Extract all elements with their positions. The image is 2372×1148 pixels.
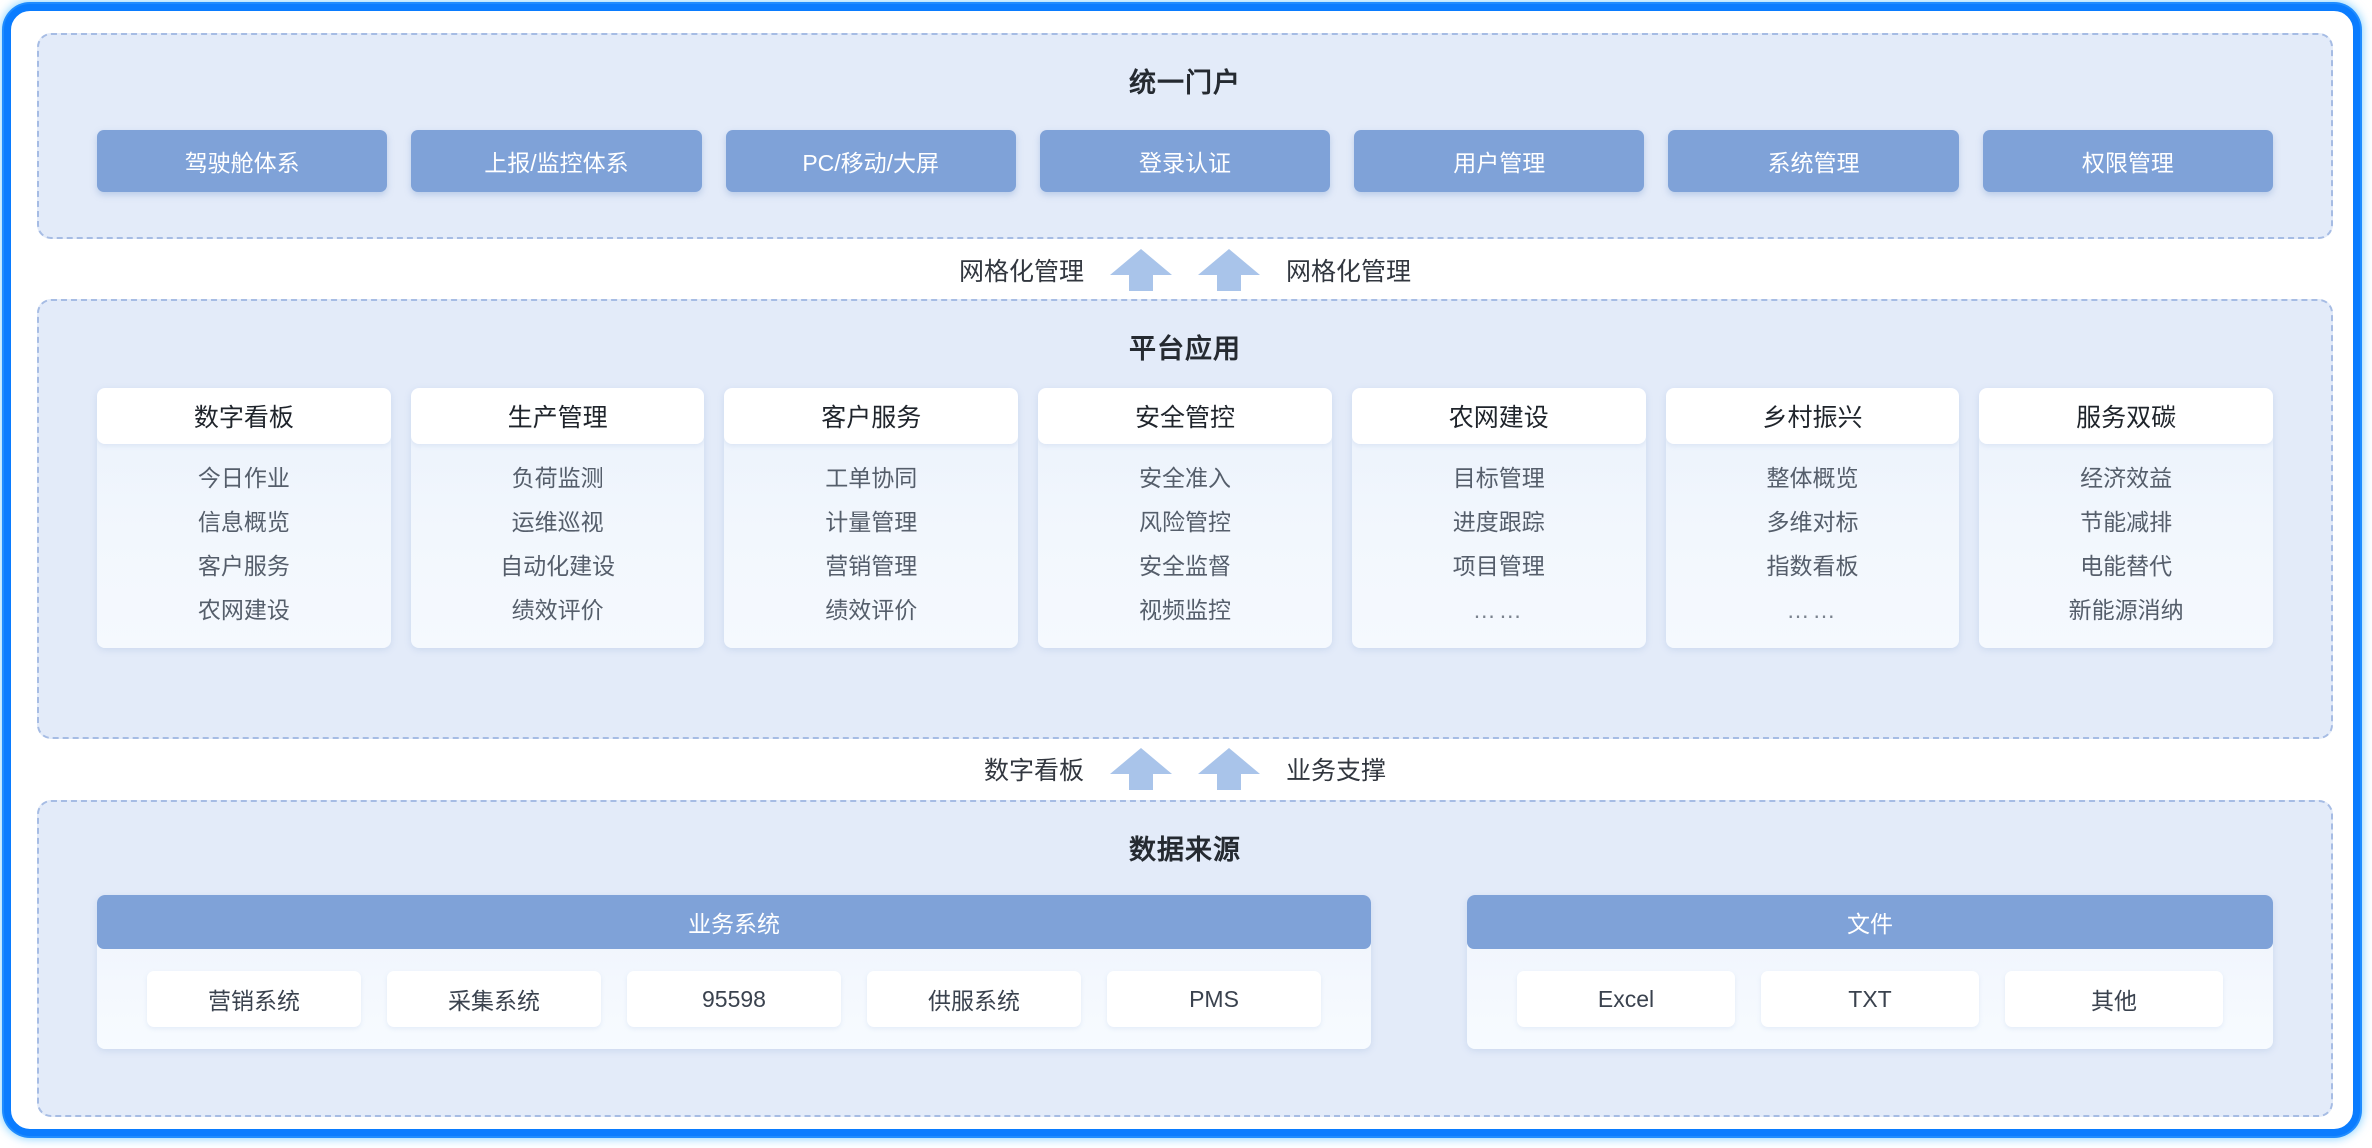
list-item-ellipsis: ……: [1786, 597, 1839, 623]
list-item[interactable]: 目标管理: [1452, 465, 1545, 491]
list-item[interactable]: 多维对标: [1766, 509, 1859, 535]
platform-card-row: 数字看板 今日作业 信息概览 客户服务 农网建设 生产管理 负荷监测 运维巡视 …: [39, 388, 2331, 648]
source-chip-excel[interactable]: Excel: [1517, 971, 1735, 1027]
arrow-head: [1110, 249, 1172, 275]
list-item[interactable]: 风险管控: [1139, 509, 1232, 535]
connector-portal-platform: 网格化管理 网格化管理: [37, 239, 2333, 301]
platform-card-title: 数字看板: [97, 388, 391, 444]
portal-button-login-auth[interactable]: 登录认证: [1039, 130, 1331, 192]
portal-button-pc-mobile-screen[interactable]: PC/移动/大屏: [725, 130, 1016, 192]
arrow-head: [1110, 748, 1172, 774]
platform-card-title: 乡村振兴: [1665, 388, 1960, 444]
portal-section-title: 统一门户: [1129, 68, 1241, 98]
arrow-stem: [1217, 772, 1241, 790]
platform-card-digital-board[interactable]: 数字看板 今日作业 信息概览 客户服务 农网建设: [97, 388, 391, 648]
arrow-up-icon: [1110, 249, 1172, 291]
list-item[interactable]: 安全准入: [1139, 465, 1232, 491]
arrow-head: [1198, 249, 1260, 275]
list-item[interactable]: 运维巡视: [511, 509, 604, 535]
source-chip-95598[interactable]: 95598: [627, 971, 841, 1027]
data-source-group-business-systems: 业务系统 营销系统 采集系统 95598 供服系统 PMS: [97, 895, 1371, 1049]
list-item[interactable]: 新能源消纳: [2068, 597, 2184, 623]
list-item[interactable]: 进度跟踪: [1452, 509, 1545, 535]
source-chip-supply-service-system[interactable]: 供服系统: [867, 971, 1081, 1027]
platform-card-title: 服务双碳: [1979, 388, 2274, 444]
source-chip-pms[interactable]: PMS: [1107, 971, 1321, 1027]
data-source-group-row: 业务系统 营销系统 采集系统 95598 供服系统 PMS 文件 Excel T…: [39, 895, 2331, 1049]
platform-card-dual-carbon-service[interactable]: 服务双碳 经济效益 节能减排 电能替代 新能源消纳: [1979, 388, 2274, 648]
portal-button-permission-management[interactable]: 权限管理: [1982, 130, 2273, 192]
list-item[interactable]: 计量管理: [825, 509, 918, 535]
source-chip-collection-system[interactable]: 采集系统: [387, 971, 601, 1027]
connector-bottom-right-label: 业务支撑: [1286, 757, 1387, 785]
arrow-up-icon: [1198, 748, 1260, 790]
platform-card-safety-control[interactable]: 安全管控 安全准入 风险管控 安全监督 视频监控: [1038, 388, 1332, 648]
connector-top-left-label: 网格化管理: [958, 258, 1084, 286]
list-item[interactable]: 自动化建设: [500, 553, 616, 579]
list-item[interactable]: 负荷监测: [511, 465, 604, 491]
diagram-outer-frame: 统一门户 驾驶舱体系 上报/监控体系 PC/移动/大屏 登录认证 用户管理 系统…: [4, 4, 2360, 1136]
platform-card-items: 今日作业 信息概览 客户服务 农网建设: [97, 444, 391, 632]
platform-card-items: 经济效益 节能减排 电能替代 新能源消纳: [1979, 444, 2273, 632]
list-item[interactable]: 营销管理: [825, 553, 918, 579]
arrow-stem: [1129, 772, 1153, 790]
arrow-stem: [1129, 273, 1153, 291]
list-item[interactable]: 工单协同: [825, 465, 918, 491]
list-item[interactable]: 安全监督: [1139, 553, 1232, 579]
list-item[interactable]: 信息概览: [197, 509, 290, 535]
list-item[interactable]: 今日作业: [197, 465, 290, 491]
portal-button-driver-cabin[interactable]: 驾驶舱体系: [97, 130, 388, 192]
list-item[interactable]: 农网建设: [197, 597, 290, 623]
platform-card-items: 安全准入 风险管控 安全监督 视频监控: [1038, 444, 1332, 632]
platform-card-production-management[interactable]: 生产管理 负荷监测 运维巡视 自动化建设 绩效评价: [410, 388, 705, 648]
list-item[interactable]: 指数看板: [1766, 553, 1859, 579]
list-item[interactable]: 经济效益: [2080, 465, 2173, 491]
platform-card-items: 工单协同 计量管理 营销管理 绩效评价: [724, 444, 1018, 632]
arrow-up-icon: [1198, 249, 1260, 291]
data-source-group-title: 文件: [1467, 895, 2273, 949]
data-source-chip-row: 营销系统 采集系统 95598 供服系统 PMS: [97, 971, 1371, 1027]
list-item[interactable]: 绩效评价: [825, 597, 918, 623]
platform-section: 平台应用 数字看板 今日作业 信息概览 客户服务 农网建设 生产管理 负荷监测: [37, 299, 2333, 739]
list-item[interactable]: 项目管理: [1452, 553, 1545, 579]
list-item[interactable]: 视频监控: [1139, 597, 1232, 623]
list-item[interactable]: 电能替代: [2080, 553, 2173, 579]
list-item[interactable]: 节能减排: [2080, 509, 2173, 535]
source-chip-txt[interactable]: TXT: [1761, 971, 1979, 1027]
connector-platform-source: 数字看板 业务支撑: [37, 738, 2333, 800]
platform-card-title: 农网建设: [1351, 388, 1646, 444]
platform-card-title: 生产管理: [410, 388, 705, 444]
connector-bottom-left-label: 数字看板: [983, 757, 1084, 785]
portal-section: 统一门户 驾驶舱体系 上报/监控体系 PC/移动/大屏 登录认证 用户管理 系统…: [37, 33, 2333, 239]
platform-card-customer-service[interactable]: 客户服务 工单协同 计量管理 营销管理 绩效评价: [724, 388, 1019, 648]
data-source-group-files: 文件 Excel TXT 其他: [1467, 895, 2273, 1049]
list-item-ellipsis: ……: [1472, 597, 1525, 623]
data-source-group-title: 业务系统: [97, 895, 1371, 949]
source-chip-other[interactable]: 其他: [2005, 971, 2223, 1027]
diagram-canvas: 统一门户 驾驶舱体系 上报/监控体系 PC/移动/大屏 登录认证 用户管理 系统…: [37, 33, 2333, 1117]
arrow-head: [1198, 748, 1260, 774]
platform-card-items: 整体概览 多维对标 指数看板 ……: [1666, 444, 1960, 632]
data-source-section-title: 数据来源: [1129, 835, 1241, 865]
source-chip-marketing-system[interactable]: 营销系统: [147, 971, 361, 1027]
connector-top-right-label: 网格化管理: [1286, 258, 1412, 286]
portal-button-report-monitor[interactable]: 上报/监控体系: [411, 130, 702, 192]
platform-section-title: 平台应用: [1129, 334, 1241, 364]
platform-card-items: 负荷监测 运维巡视 自动化建设 绩效评价: [411, 444, 705, 632]
list-item[interactable]: 绩效评价: [511, 597, 604, 623]
list-item[interactable]: 客户服务: [197, 553, 290, 579]
platform-card-items: 目标管理 进度跟踪 项目管理 ……: [1352, 444, 1646, 632]
list-item[interactable]: 整体概览: [1766, 465, 1859, 491]
portal-button-system-management[interactable]: 系统管理: [1668, 130, 1959, 192]
portal-button-user-management[interactable]: 用户管理: [1354, 130, 1645, 192]
platform-card-rural-grid-construction[interactable]: 农网建设 目标管理 进度跟踪 项目管理 ……: [1351, 388, 1646, 648]
platform-card-title: 客户服务: [724, 388, 1019, 444]
portal-button-row: 驾驶舱体系 上报/监控体系 PC/移动/大屏 登录认证 用户管理 系统管理 权限…: [39, 130, 2331, 192]
data-source-chip-row: Excel TXT 其他: [1467, 971, 2273, 1027]
arrow-up-icon: [1110, 748, 1172, 790]
arrow-stem: [1217, 273, 1241, 291]
data-source-section: 数据来源 业务系统 营销系统 采集系统 95598 供服系统 PMS 文件 E: [37, 800, 2333, 1117]
platform-card-title: 安全管控: [1038, 388, 1332, 444]
platform-card-rural-revitalization[interactable]: 乡村振兴 整体概览 多维对标 指数看板 ……: [1665, 388, 1960, 648]
